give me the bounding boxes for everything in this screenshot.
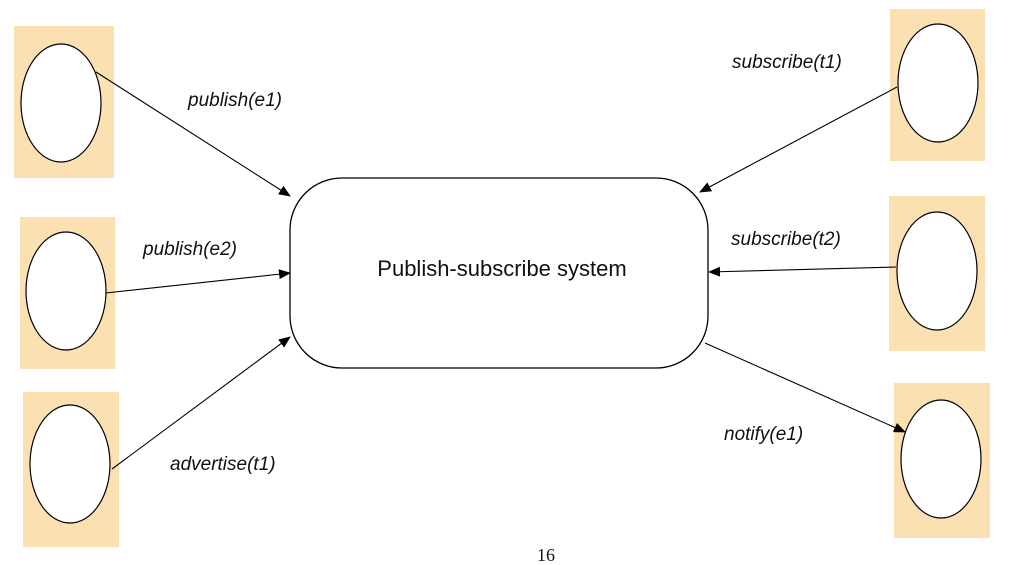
subscriber-node-1 bbox=[890, 9, 985, 161]
arrow-subscribe-t2 bbox=[708, 266, 897, 277]
publisher-ellipse-2 bbox=[25, 231, 107, 351]
label-subscribe-t2: subscribe(t2) bbox=[731, 229, 841, 250]
page-number: 16 bbox=[537, 545, 555, 565]
label-publish-e2: publish(e2) bbox=[142, 239, 237, 260]
label-notify-e1: notify(e1) bbox=[724, 424, 803, 445]
subscriber-ellipse-2 bbox=[896, 211, 978, 331]
publisher-node-3 bbox=[23, 392, 119, 547]
label-publish-e1: publish(e1) bbox=[187, 90, 282, 111]
arrow-advertise-t1 bbox=[111, 336, 291, 470]
arrow-publish-e1 bbox=[95, 71, 291, 197]
publisher-ellipse-3 bbox=[29, 404, 111, 524]
system-label: Publish-subscribe system bbox=[377, 256, 626, 281]
arrow-publish-e2 bbox=[105, 269, 291, 294]
subscriber-node-2 bbox=[889, 196, 985, 351]
publisher-ellipse-1 bbox=[20, 43, 102, 163]
pubsub-system-node: Publish-subscribe system bbox=[289, 177, 709, 369]
subscriber-ellipse-3 bbox=[900, 399, 982, 519]
subscriber-ellipse-1 bbox=[897, 23, 979, 143]
arrow-subscribe-t1 bbox=[699, 86, 898, 193]
arrow-notify-e1 bbox=[704, 342, 906, 433]
publisher-node-2 bbox=[20, 217, 115, 369]
label-advertise-t1: advertise(t1) bbox=[170, 454, 276, 475]
label-subscribe-t1: subscribe(t1) bbox=[732, 52, 842, 73]
subscriber-node-3 bbox=[894, 383, 990, 538]
publisher-node-1 bbox=[14, 26, 114, 178]
